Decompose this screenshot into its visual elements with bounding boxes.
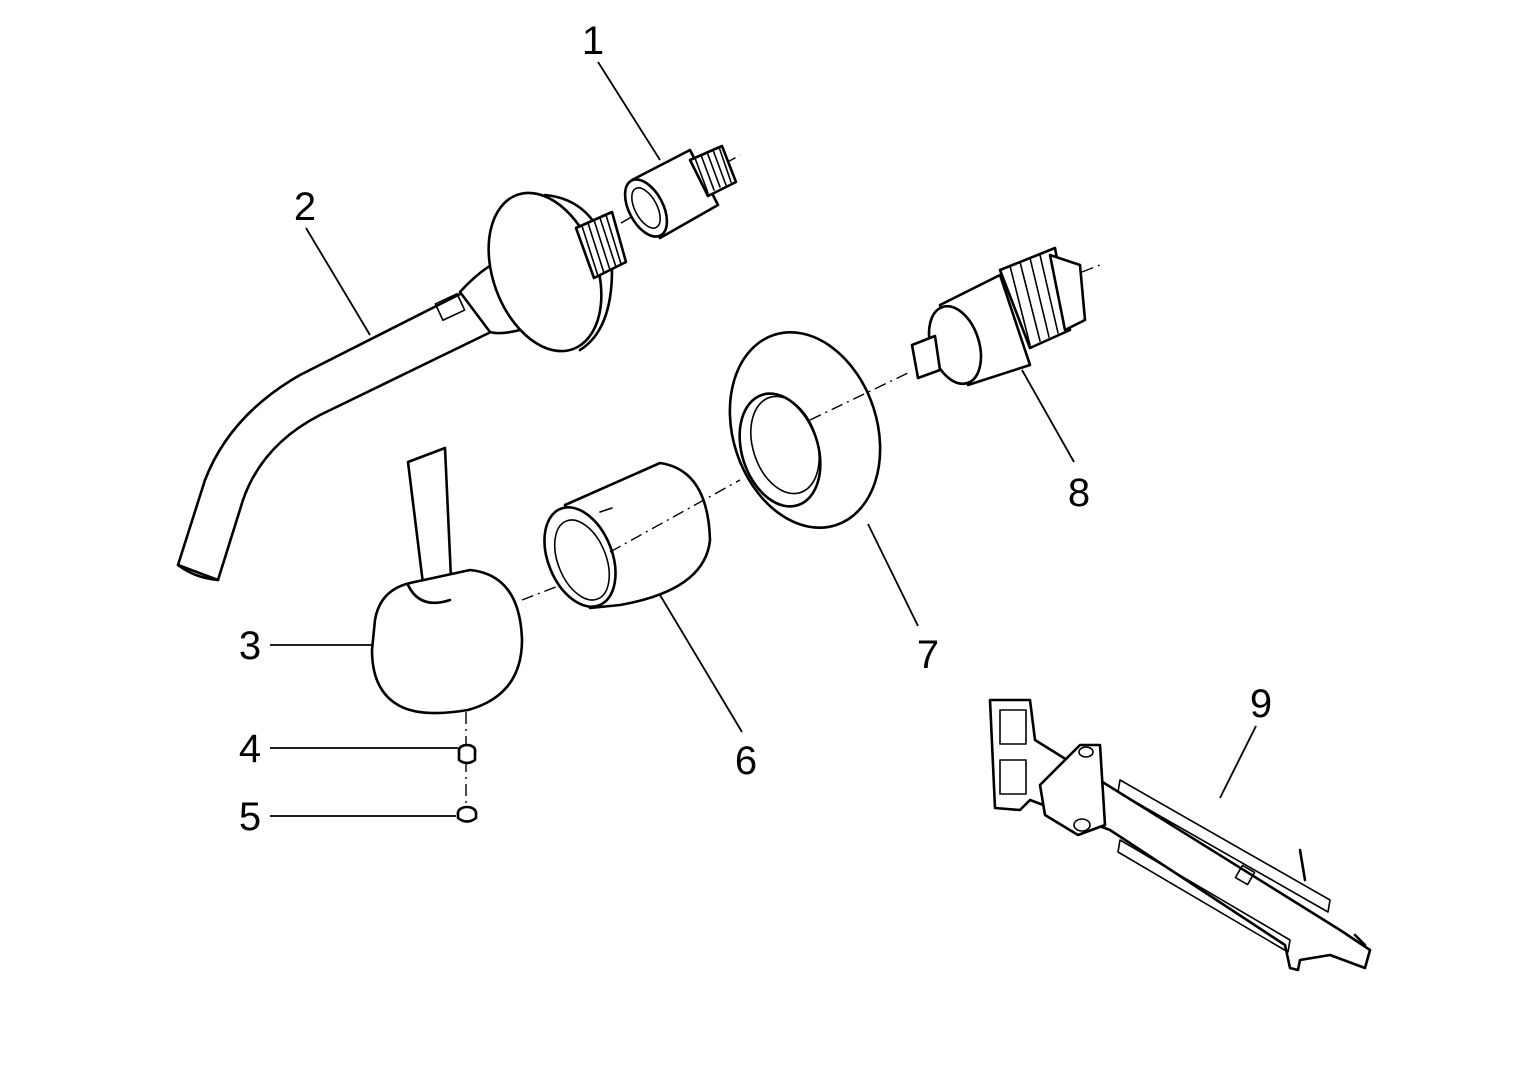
part-4-grub-screw <box>457 743 477 765</box>
part-8-cartridge <box>910 246 1101 387</box>
callout-2: 2 <box>294 185 316 229</box>
callout-8: 8 <box>1068 471 1090 515</box>
part-5-cover-cap <box>456 805 478 823</box>
part-7-rosette-ring <box>728 331 911 529</box>
part-1-adapter-fitting <box>599 144 741 240</box>
leader-9 <box>1219 725 1257 799</box>
callout-6: 6 <box>735 739 757 783</box>
part-9-assembly-wrench <box>988 698 1372 972</box>
callout-4: 4 <box>239 727 261 771</box>
leader-8 <box>1021 369 1075 463</box>
leader-7 <box>867 523 919 627</box>
callout-1: 1 <box>582 19 604 63</box>
callout-9: 9 <box>1250 682 1272 726</box>
part-3-lever-handle <box>370 446 601 808</box>
callout-7: 7 <box>917 633 939 677</box>
part-2-spout <box>176 191 628 582</box>
callout-5: 5 <box>239 795 261 839</box>
leader-lines <box>270 61 1257 817</box>
leader-2 <box>305 227 371 336</box>
part-6-sleeve <box>543 461 741 610</box>
callout-3: 3 <box>239 624 261 668</box>
leader-1 <box>597 61 661 161</box>
callout-labels: 1 2 3 4 5 6 7 8 9 <box>239 19 1272 839</box>
leader-6 <box>659 594 743 733</box>
